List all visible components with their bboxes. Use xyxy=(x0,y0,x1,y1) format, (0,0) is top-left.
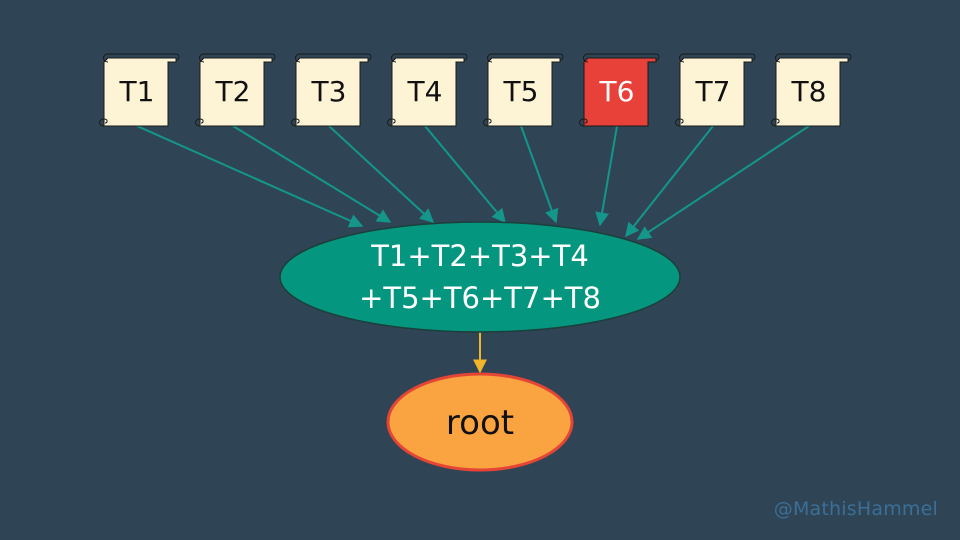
watermark: @MathisHammel xyxy=(773,498,938,520)
edge-t4-to-combined xyxy=(424,125,506,224)
leaf-node-t8: T8 xyxy=(771,53,852,127)
scroll-bottom-curl xyxy=(483,118,492,127)
edge-t2-to-combined xyxy=(232,125,392,223)
leaf-label: T2 xyxy=(215,75,251,108)
leaf-label: T3 xyxy=(311,75,347,108)
scroll-icon xyxy=(295,57,369,127)
scroll-bottom-curl xyxy=(195,118,204,127)
edge-t7-to-combined xyxy=(625,125,714,238)
leaf-label: T1 xyxy=(119,75,155,108)
edge-t8-to-combined xyxy=(636,125,810,240)
scroll-top-roll xyxy=(679,53,756,63)
leaf-nodes: T1 T2 T3 T4 T5 T6 T7 T8 xyxy=(99,53,852,127)
edge-t6-to-combined xyxy=(595,125,618,227)
scroll-bottom-curl xyxy=(675,118,684,127)
edge-t1-to-combined xyxy=(136,125,364,228)
scroll-icon xyxy=(391,57,465,127)
scroll-top-roll xyxy=(775,53,852,63)
leaf-label: T8 xyxy=(791,75,827,108)
edge-t5-to-combined xyxy=(520,125,559,224)
scroll-icon xyxy=(199,57,273,127)
leaf-label: T4 xyxy=(407,75,443,108)
leaf-node-t1: T1 xyxy=(99,53,180,127)
root-node: root xyxy=(386,372,574,472)
scroll-top-roll xyxy=(487,53,564,63)
leaf-node-t2: T2 xyxy=(195,53,276,127)
scroll-top-roll xyxy=(295,53,372,63)
leaf-label: T7 xyxy=(695,75,731,108)
scroll-bottom-curl xyxy=(771,118,780,127)
scroll-icon xyxy=(103,57,177,127)
combined-label-line2: +T5+T6+T7+T8 xyxy=(359,281,601,315)
leaf-node-t6: T6 xyxy=(579,53,660,127)
scroll-icon xyxy=(583,57,657,127)
leaf-node-t7: T7 xyxy=(675,53,756,127)
scroll-top-roll xyxy=(391,53,468,63)
leaf-node-t4: T4 xyxy=(387,53,468,127)
scroll-bottom-curl xyxy=(291,118,300,127)
scroll-icon xyxy=(487,57,561,127)
root-label: root xyxy=(446,403,514,443)
scroll-top-roll xyxy=(583,53,660,63)
scroll-top-roll xyxy=(199,53,276,63)
edge-t3-to-combined xyxy=(328,125,435,223)
leaf-label: T5 xyxy=(503,75,539,108)
scroll-icon xyxy=(679,57,753,127)
scroll-bottom-curl xyxy=(579,118,588,127)
edges xyxy=(136,125,810,374)
scroll-bottom-curl xyxy=(387,118,396,127)
scroll-icon xyxy=(775,57,849,127)
combined-label-line1: T1+T2+T3+T4 xyxy=(370,239,589,273)
leaf-node-t5: T5 xyxy=(483,53,564,127)
combined-node: T1+T2+T3+T4 +T5+T6+T7+T8 xyxy=(279,221,681,333)
scroll-bottom-curl xyxy=(99,118,108,127)
leaf-label: T6 xyxy=(599,75,635,108)
scroll-top-roll xyxy=(103,53,180,63)
leaf-node-t3: T3 xyxy=(291,53,372,127)
